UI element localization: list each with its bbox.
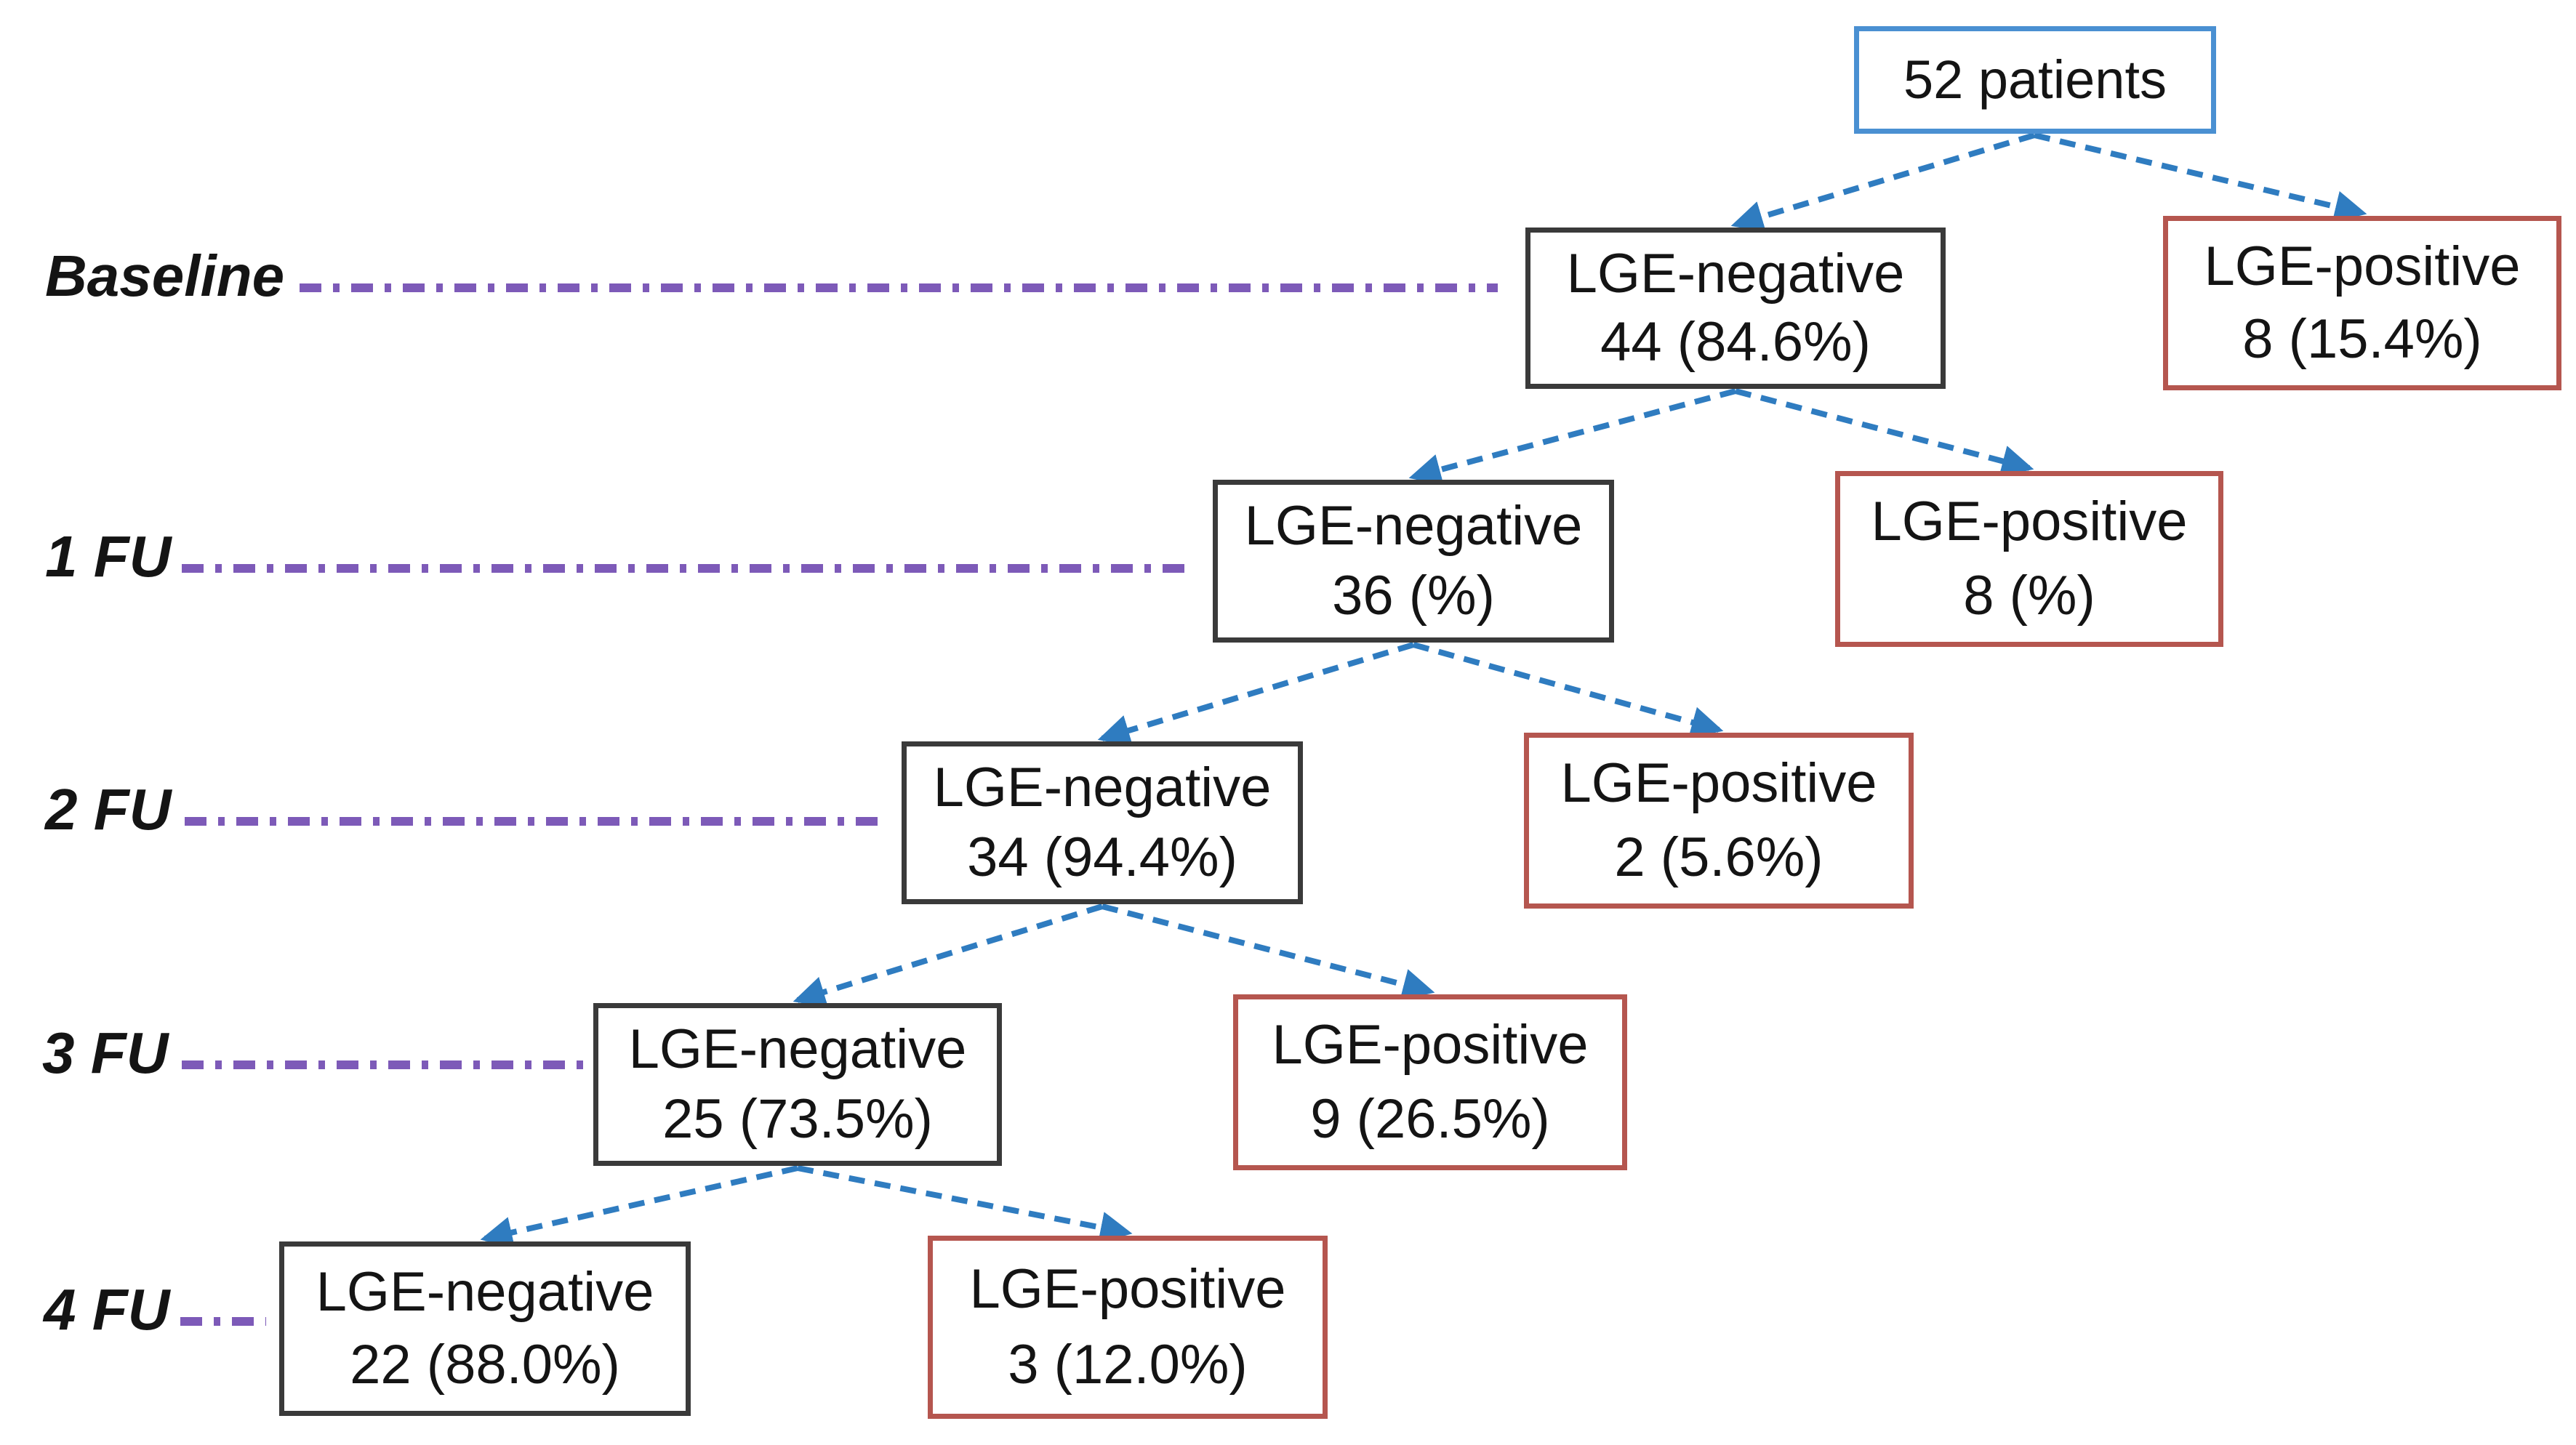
node-count: 8 (%) bbox=[1963, 564, 2095, 627]
arrow-2fu-to-3fu-positive bbox=[1101, 903, 1435, 1000]
node-count: 25 (73.5%) bbox=[662, 1087, 933, 1150]
node-title: LGE-negative bbox=[933, 757, 1272, 819]
node-title: LGE-positive bbox=[969, 1257, 1286, 1320]
node-title: LGE-negative bbox=[628, 1018, 967, 1081]
node-count: 22 (88.0%) bbox=[350, 1334, 620, 1396]
row-label-2fu: 2 FU bbox=[45, 777, 172, 842]
arrow-2fu-to-3fu-negative bbox=[793, 903, 1104, 1008]
node-count: 44 (84.6%) bbox=[1600, 311, 1871, 374]
node-count: 9 (26.5%) bbox=[1310, 1087, 1550, 1150]
node-title: LGE-negative bbox=[316, 1260, 654, 1323]
node-title: LGE-positive bbox=[1272, 1014, 1589, 1076]
node-1fu-lge-negative: LGE-negative 36 (%) bbox=[1213, 480, 1614, 643]
arrow-3fu-to-4fu-negative bbox=[480, 1165, 798, 1249]
node-count: 34 (94.4%) bbox=[967, 826, 1237, 888]
node-label: 52 patients bbox=[1903, 49, 2167, 110]
node-count: 3 (12.0%) bbox=[1008, 1334, 1248, 1396]
arrow-1fu-to-2fu-positive bbox=[1412, 642, 1724, 738]
node-count: 36 (%) bbox=[1332, 564, 1495, 627]
node-title: LGE-positive bbox=[2204, 235, 2521, 297]
row-label-1fu: 1 FU bbox=[45, 524, 172, 589]
node-count: 8 (15.4%) bbox=[2242, 308, 2482, 371]
row-label-4fu: 4 FU bbox=[44, 1277, 170, 1342]
node-title: LGE-negative bbox=[1244, 495, 1583, 558]
arrow-3fu-to-4fu-positive bbox=[797, 1165, 1133, 1244]
node-count: 2 (5.6%) bbox=[1614, 826, 1823, 888]
node-2fu-lge-positive: LGE-positive 2 (5.6%) bbox=[1524, 733, 1914, 909]
node-title: LGE-positive bbox=[1560, 752, 1877, 815]
row-label-baseline: Baseline bbox=[45, 243, 285, 308]
node-baseline-lge-negative: LGE-negative 44 (84.6%) bbox=[1525, 228, 1946, 389]
node-4fu-lge-positive: LGE-positive 3 (12.0%) bbox=[928, 1236, 1328, 1419]
row-label-3fu: 3 FU bbox=[42, 1021, 169, 1085]
node-3fu-lge-negative: LGE-negative 25 (73.5%) bbox=[593, 1003, 1002, 1166]
node-1fu-lge-positive: LGE-positive 8 (%) bbox=[1835, 471, 2223, 647]
node-root-patients: 52 patients bbox=[1854, 26, 2216, 134]
arrow-1fu-to-2fu-negative bbox=[1097, 642, 1415, 746]
node-baseline-lge-positive: LGE-positive 8 (15.4%) bbox=[2163, 216, 2561, 390]
arrow-baseline-to-1fu-positive bbox=[1734, 388, 2034, 477]
node-title: LGE-negative bbox=[1566, 242, 1905, 305]
node-title: LGE-positive bbox=[1871, 491, 2188, 553]
node-3fu-lge-positive: LGE-positive 9 (26.5%) bbox=[1233, 994, 1627, 1170]
arrow-root-to-baseline-negative bbox=[1730, 132, 2036, 233]
node-2fu-lge-negative: LGE-negative 34 (94.4%) bbox=[902, 741, 1303, 904]
arrow-baseline-to-1fu-negative bbox=[1408, 388, 1737, 486]
node-4fu-lge-negative: LGE-negative 22 (88.0%) bbox=[279, 1241, 691, 1416]
arrow-root-to-baseline-positive bbox=[2034, 132, 2367, 222]
